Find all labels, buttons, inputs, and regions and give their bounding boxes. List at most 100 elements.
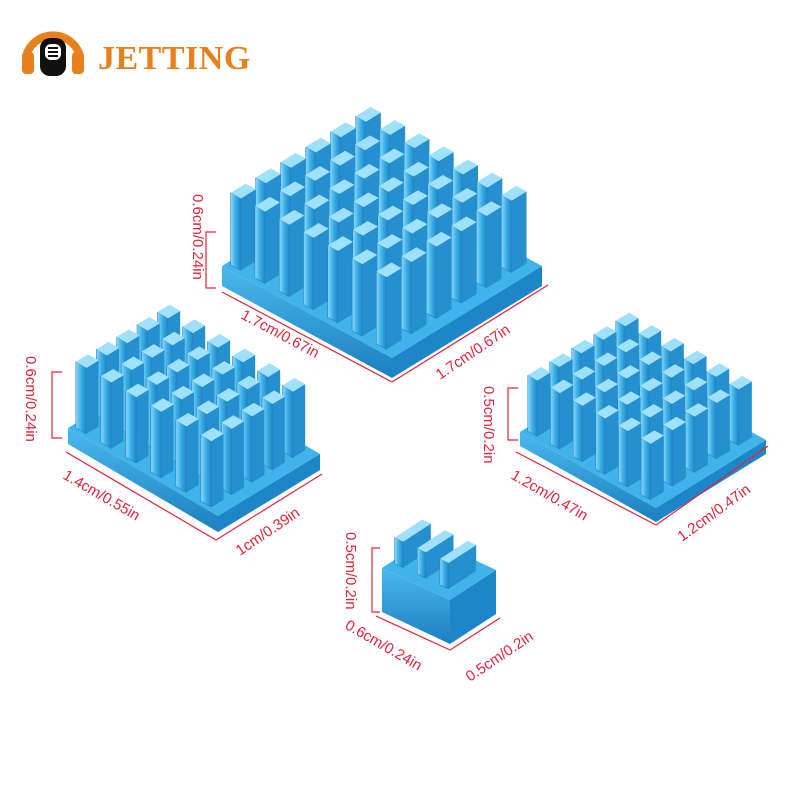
- fin-top: [141, 344, 165, 358]
- brand-name: JETTING: [98, 40, 251, 77]
- fin-top: [182, 319, 206, 333]
- fin-side: [362, 254, 378, 337]
- fin-top: [573, 392, 596, 406]
- fin-side: [289, 215, 305, 297]
- fin-front: [640, 438, 651, 501]
- base-front: [520, 432, 656, 522]
- fin-top: [330, 122, 356, 138]
- fin-side: [403, 523, 431, 568]
- small-height-label: 0.5cm/0.2in: [342, 532, 359, 610]
- headphones-mic-icon: [22, 31, 84, 76]
- medium-height-label: 0.6cm/0.24in: [22, 356, 39, 442]
- fin-top: [255, 168, 281, 184]
- fin-top: [116, 329, 140, 344]
- fin-top: [439, 540, 477, 563]
- fin-side: [292, 384, 306, 458]
- fin-top: [379, 120, 406, 135]
- fin-top: [617, 365, 640, 379]
- fin-side: [672, 422, 686, 487]
- medium-heatsink: [68, 304, 320, 532]
- fin-top: [428, 146, 454, 162]
- fin-front: [439, 558, 449, 590]
- fin-side: [136, 389, 149, 464]
- fin-front: [100, 375, 112, 449]
- fin-front: [595, 412, 606, 475]
- fin-top: [402, 190, 428, 205]
- fin-top: [279, 209, 305, 225]
- fin-front: [401, 256, 412, 335]
- fin-side: [605, 410, 619, 475]
- fin-front: [200, 434, 212, 508]
- fin-top: [355, 107, 381, 122]
- fin-top: [593, 326, 617, 340]
- fin-top: [404, 133, 430, 149]
- fin-top: [100, 368, 124, 383]
- fin-front: [254, 205, 266, 284]
- fin-top: [426, 231, 452, 247]
- brand-logo: JETTING: [18, 14, 258, 80]
- fin-front: [476, 210, 487, 289]
- fin-top: [685, 403, 708, 417]
- fin-top: [329, 150, 356, 166]
- fin-top: [279, 181, 306, 197]
- fin-side: [461, 222, 477, 304]
- fin-side: [240, 189, 256, 271]
- fin-top: [125, 383, 149, 398]
- fin-front: [376, 271, 387, 350]
- base-front: [222, 266, 392, 378]
- fin-front: [278, 218, 290, 298]
- fin-side: [694, 408, 708, 473]
- fin-side: [211, 433, 224, 508]
- fin-top: [328, 207, 354, 223]
- fin-top: [476, 201, 502, 216]
- large-heatsink: [222, 107, 542, 378]
- fin-top: [594, 352, 618, 366]
- fin-top: [379, 148, 405, 164]
- fin-top: [150, 398, 174, 412]
- fin-top: [615, 312, 639, 327]
- fin-top: [451, 216, 477, 232]
- base-side: [656, 440, 766, 522]
- fin-top: [352, 249, 378, 265]
- fin-top: [394, 519, 431, 542]
- fin-side: [486, 206, 502, 288]
- fin-top: [377, 205, 403, 221]
- fin-top: [121, 356, 144, 371]
- fin-side: [559, 385, 574, 450]
- fin-top: [661, 337, 684, 352]
- fin-top: [212, 361, 235, 375]
- fin-top: [377, 234, 403, 249]
- fin-top: [595, 378, 618, 393]
- fin-side: [231, 421, 244, 495]
- base-side: [218, 454, 320, 532]
- fin-top: [166, 358, 190, 373]
- fin-top: [378, 177, 404, 192]
- fin-top: [427, 203, 453, 219]
- fin-side: [313, 228, 329, 310]
- fin-side: [161, 404, 174, 478]
- fin-top: [661, 364, 685, 378]
- fin-side: [411, 252, 427, 334]
- fin-top: [477, 172, 503, 188]
- fin-top: [640, 404, 664, 418]
- fin-top: [354, 135, 381, 151]
- fin-front: [618, 425, 629, 488]
- fin-side: [448, 544, 477, 589]
- fin-top: [216, 388, 240, 402]
- dimension-lines: [51, 231, 769, 651]
- fin-top: [171, 385, 194, 400]
- fin-front: [175, 419, 187, 493]
- fin-top: [595, 405, 619, 419]
- fin-top: [75, 354, 99, 368]
- fin-top: [175, 412, 199, 427]
- fin-top: [282, 378, 306, 392]
- fin-front: [684, 410, 695, 474]
- fin-top: [401, 247, 427, 262]
- fin-top: [262, 390, 285, 405]
- fin-top: [354, 163, 380, 179]
- fin-top: [376, 262, 402, 278]
- fin-top: [706, 363, 730, 377]
- fin-side: [537, 372, 551, 437]
- fin-top: [527, 367, 551, 381]
- fin-top: [352, 220, 378, 236]
